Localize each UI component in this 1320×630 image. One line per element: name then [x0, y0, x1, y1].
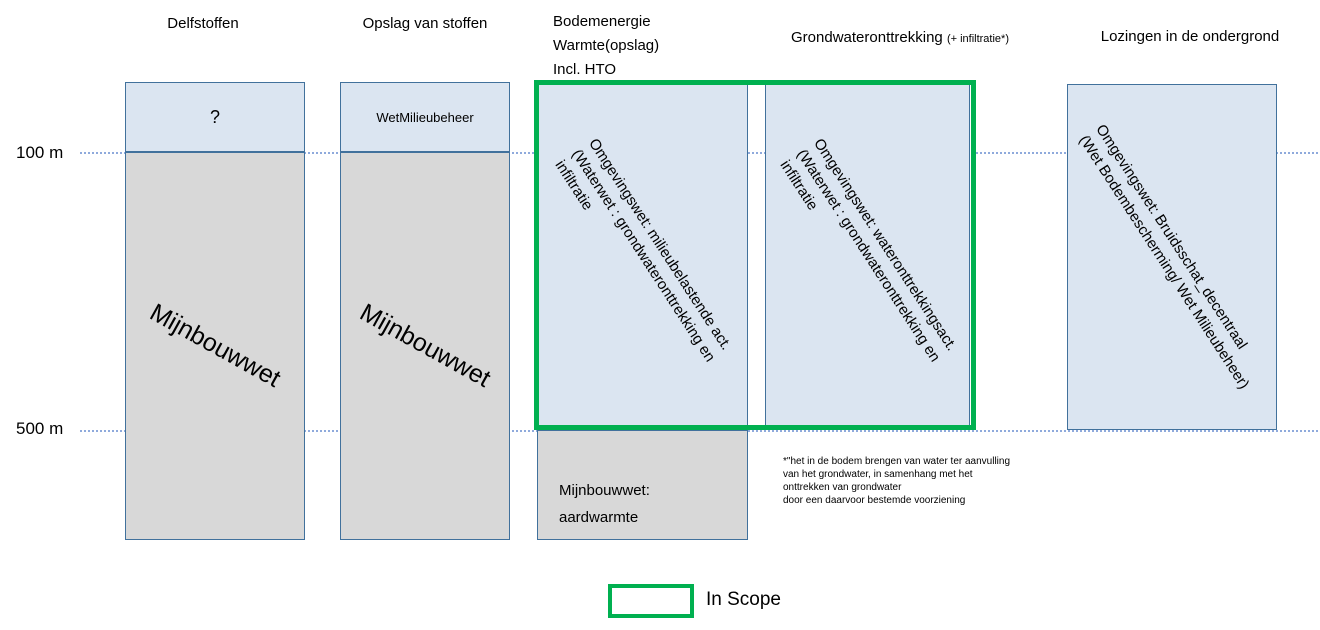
omgevingswet-label-lozingen: Omgevingswet: Bruidsschat_decentraal (We…	[1075, 121, 1253, 393]
legend-swatch	[608, 584, 694, 618]
mijnbouwwet-label-opslag: Mijnbouwwet	[355, 298, 496, 393]
column-header-bodemenergie: Bodemenergie Warmte(opslag) Incl. HTO	[553, 13, 660, 78]
bodemenergie-mijnbouwwet-box: Mijnbouwwet: aardwarmte	[537, 430, 748, 540]
grondwateronttrekking-box: Omgevingswet: wateronttrekkingsact. (Wat…	[765, 84, 970, 428]
column-header-delfstoffen: Delfstoffen	[167, 15, 239, 32]
depth-label-100m: 100 m	[16, 143, 64, 162]
column-header-opslag-van-stoffen: Opslag van stoffen	[362, 15, 488, 32]
opslag-deep-box: Mijnbouwwet	[340, 152, 510, 540]
delfstoffen-shallow-box: ?	[125, 82, 305, 152]
column-header-lozingen: Lozingen in de ondergrond	[1100, 28, 1280, 45]
delfstoffen-question-label: ?	[209, 106, 220, 127]
mijnbouwwet-label-delfstoffen: Mijnbouwwet	[145, 298, 286, 393]
depth-label-500m: 500 m	[16, 419, 64, 438]
legend-label: In Scope	[706, 589, 781, 610]
column-header-grondwateronttrekking: Grondwateronttrekking (+ infiltratie*)	[740, 29, 1060, 46]
delfstoffen-deep-box: Mijnbouwwet	[125, 152, 305, 540]
lozingen-box: Omgevingswet: Bruidsschat_decentraal (We…	[1067, 84, 1277, 430]
wet-milieubeheer-label: WetMilieubeheer	[376, 109, 474, 125]
bodemenergie-box: Omgevingswet: milieubelastende act. (Wat…	[537, 84, 748, 428]
grondwateronttrekking-title: Grondwateronttrekking	[791, 29, 943, 46]
opslag-shallow-box: WetMilieubeheer	[340, 82, 510, 152]
infiltratie-footnote: *"het in de bodem brengen van water ter …	[783, 456, 1011, 506]
grondwateronttrekking-subtitle: (+ infiltratie*)	[946, 33, 1009, 45]
in-scope-outline	[534, 80, 976, 430]
